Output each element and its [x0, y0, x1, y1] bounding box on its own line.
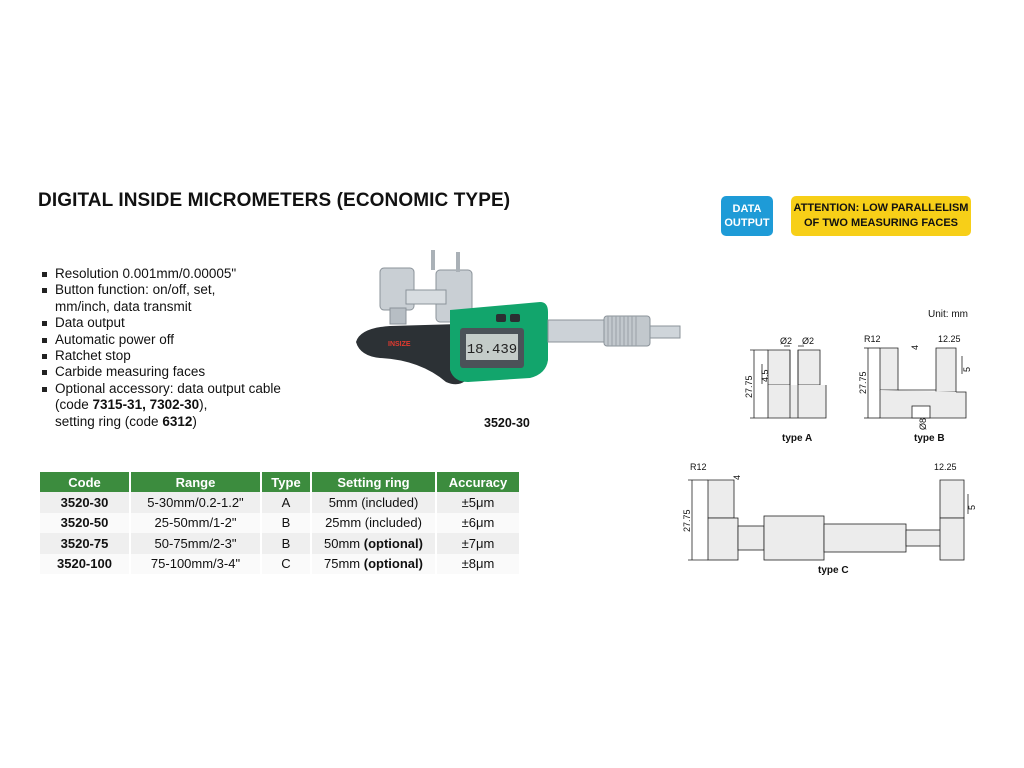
type-b-label: type B: [914, 433, 945, 444]
feature-item: Data output: [40, 315, 370, 331]
feature-text: Ratchet stop: [55, 348, 131, 364]
setting-ring-cell: 25mm (included): [311, 512, 437, 533]
type-cell: B: [261, 512, 312, 533]
attention-badge-line1: ATTENTION: LOW PARALLELISM: [793, 202, 969, 214]
feature-item: Optional accessory: data output cable (c…: [40, 381, 370, 430]
accuracy-cell: ±7μm: [436, 533, 521, 554]
dim-label: R12: [690, 462, 707, 472]
setting-ring-cell: 5mm (included): [311, 492, 437, 513]
brand-logo: INSIZE: [388, 341, 411, 348]
feature-text: Data output: [55, 315, 125, 331]
code-cell: 3520-30: [40, 492, 131, 513]
feature-text: Optional accessory: data output cable: [55, 380, 281, 396]
setting-ring-cell: 50mm (optional): [311, 533, 437, 554]
type-b-diagram: R12 4 12.25 27.75 5 Ø8 type B: [858, 334, 972, 444]
code-cell: 3520-100: [40, 553, 131, 574]
dim-label: 27.75: [858, 371, 868, 394]
type-c-diagram: R12 4 12.25 27.75 5 type C: [682, 462, 977, 576]
feature-item: Resolution 0.001mm/0.00005": [40, 266, 370, 282]
feature-list: Resolution 0.001mm/0.00005" Button funct…: [40, 266, 370, 430]
micrometer-image: 18.439 INSIZE: [356, 250, 681, 385]
dim-label: 27.75: [744, 375, 754, 398]
product-caption: 3520-30: [484, 416, 530, 430]
dim-label: 5: [967, 505, 977, 510]
lcd-reading: 18.439: [467, 342, 517, 358]
feature-text: setting ring (code 6312): [55, 413, 197, 429]
feature-item: Automatic power off: [40, 332, 370, 348]
attention-badge: ATTENTION: LOW PARALLELISM OF TWO MEASUR…: [791, 196, 971, 236]
dim-label: Ø8: [918, 418, 928, 430]
type-a-label: type A: [782, 433, 812, 444]
data-output-badge: DATA OUTPUT: [721, 196, 773, 236]
dim-label: 4: [732, 475, 742, 480]
dim-label: 4.5: [760, 369, 770, 382]
type-cell: A: [261, 492, 312, 513]
feature-item: Carbide measuring faces: [40, 364, 370, 380]
range-cell: 75-100mm/3-4": [130, 553, 262, 574]
dim-label: 12.25: [938, 334, 961, 344]
feature-text: mm/inch, data transmit: [55, 298, 192, 314]
accessory-codes: 7315-31, 7302-30: [92, 397, 200, 413]
dim-label: Ø2: [802, 336, 814, 346]
dim-label: 5: [962, 367, 972, 372]
code-cell: 3520-75: [40, 533, 131, 554]
type-cell: B: [261, 533, 312, 554]
dim-label: 12.25: [934, 462, 957, 472]
attention-badge-line2: OF TWO MEASURING FACES: [804, 217, 958, 229]
type-a-diagram: Ø2 Ø2 4.5 27.75 type A: [744, 336, 827, 444]
data-output-badge-line2: OUTPUT: [724, 217, 770, 229]
feature-text: Carbide measuring faces: [55, 364, 206, 380]
feature-text: Resolution 0.001mm/0.00005": [55, 266, 237, 281]
code-cell: 3520-50: [40, 512, 131, 533]
dim-label: 27.75: [682, 509, 692, 532]
page-title: DIGITAL INSIDE MICROMETERS (ECONOMIC TYP…: [38, 190, 511, 211]
feature-text: Automatic power off: [55, 331, 175, 347]
feature-text: (code 7315-31, 7302-30),: [55, 397, 208, 413]
dim-label: R12: [864, 334, 881, 344]
dim-label: Ø2: [780, 336, 792, 346]
unit-note: Unit: mm: [928, 309, 968, 320]
accuracy-cell: ±6μm: [436, 512, 521, 533]
dim-label: 4: [910, 345, 920, 350]
table-row: 3520-75 50-75mm/2-3" B 50mm (optional) ±…: [40, 533, 521, 554]
column-header: Type: [261, 472, 312, 492]
feature-item: Ratchet stop: [40, 348, 370, 364]
accuracy-cell: ±8μm: [436, 553, 521, 574]
setting-ring-cell: 75mm (optional): [311, 553, 437, 574]
column-header: Code: [40, 472, 131, 492]
column-header: Range: [130, 472, 262, 492]
spec-table: Code Range Type Setting ring Accuracy 35…: [40, 472, 521, 574]
data-output-badge-line1: DATA: [732, 203, 762, 215]
table-row: 3520-100 75-100mm/3-4" C 75mm (optional)…: [40, 553, 521, 574]
column-header: Setting ring: [311, 472, 437, 492]
table-header-row: Code Range Type Setting ring Accuracy: [40, 472, 521, 492]
table-row: 3520-30 5-30mm/0.2-1.2" A 5mm (included)…: [40, 492, 521, 513]
column-header: Accuracy: [436, 472, 521, 492]
range-cell: 5-30mm/0.2-1.2": [130, 492, 262, 513]
setting-ring-code: 6312: [162, 413, 193, 429]
range-cell: 25-50mm/1-2": [130, 512, 262, 533]
range-cell: 50-75mm/2-3": [130, 533, 262, 554]
type-c-label: type C: [818, 565, 849, 576]
table-row: 3520-50 25-50mm/1-2" B 25mm (included) ±…: [40, 512, 521, 533]
feature-item: Button function: on/off, set, mm/inch, d…: [40, 282, 370, 315]
feature-text: Button function: on/off, set,: [55, 282, 216, 298]
accuracy-cell: ±5μm: [436, 492, 521, 513]
type-cell: C: [261, 553, 312, 574]
